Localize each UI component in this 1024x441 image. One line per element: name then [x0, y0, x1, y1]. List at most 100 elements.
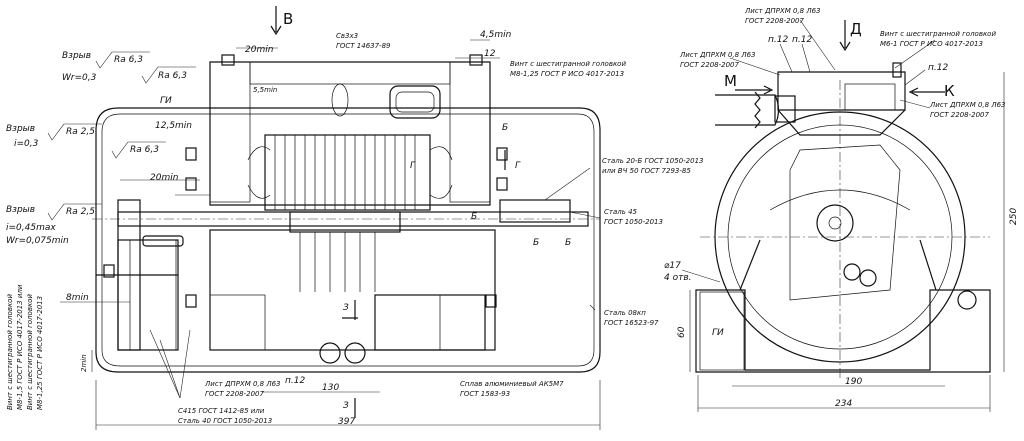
label-vert2b: М8-1,25 ГОСТ Р ИСО 4017-2013 [36, 296, 44, 410]
dim-5-5min: 5,5min [253, 86, 277, 94]
label-gi-right: ГИ [712, 328, 724, 338]
leaders-right [729, 19, 936, 109]
mark-d: Д [850, 20, 862, 38]
label-vert2: Винт с шестигранной головкой [26, 294, 34, 410]
lower-right-hatch [439, 294, 496, 351]
lower-left-hatch [209, 294, 266, 351]
base-hole [957, 290, 977, 310]
label-steel45b: ГОСТ 1050-2013 [604, 218, 663, 226]
dim-234: 234 [835, 399, 852, 409]
mark-3-bottom: З [343, 401, 349, 411]
label-p12b: п.12 [792, 35, 812, 45]
label-bolt1b: М8-1,25 ГОСТ Р ИСО 4017-2013 [510, 70, 624, 78]
arrow-d [839, 20, 851, 52]
dim-190: 190 [845, 377, 862, 387]
gland-thread [754, 91, 761, 129]
gland-body [774, 95, 796, 123]
label-p12c: п.12 [928, 63, 948, 73]
bolts [103, 54, 508, 308]
dim-holes: 4 отв. [664, 273, 692, 283]
dim-130: 130 [322, 383, 339, 393]
label-bolt-rb: М6-1 ГОСТ Р ИСО 4017-2013 [880, 40, 983, 48]
label-b3: Б [533, 238, 539, 248]
mark-g1: Г [410, 161, 416, 171]
label-sheet-top: Лист ДПРХМ 0,8 Л63 [744, 7, 821, 15]
rough5-sub1: i=0,45max [6, 223, 56, 233]
dim-250: 250 [1009, 208, 1019, 225]
hatch-right-wall [449, 61, 491, 203]
aluminium-block [374, 294, 486, 351]
roller-1 [319, 342, 341, 364]
label-st45: С415 ГОСТ 1412-85 или [178, 407, 265, 415]
top-bolt [892, 62, 902, 78]
dim-60: 60 [677, 326, 687, 338]
left-flange [117, 239, 179, 351]
dim-4-5min: 4,5min [480, 30, 512, 40]
cable-gland [715, 94, 780, 126]
right-flange [499, 199, 571, 223]
label-sheet-r: Лист ДПРХМ 0,8 Л63 [929, 101, 1006, 109]
dim-12-5min: 12,5min [155, 121, 192, 131]
label-steel20b: или ВЧ 50 ГОСТ 7293-85 [602, 167, 691, 175]
dim-397: 397 [338, 417, 355, 427]
label-alloy: Сплав алюминиевый АК5М7 [460, 380, 564, 388]
base-left-hatch [699, 291, 745, 371]
mark-k: К [944, 82, 955, 100]
label-sv-gost: ГОСТ 14637-89 [336, 42, 391, 50]
label-alloyb: ГОСТ 1583-93 [460, 390, 510, 398]
blades [299, 232, 376, 292]
lower-body [209, 229, 496, 351]
mark-g2: Г [515, 161, 521, 171]
label-b1: Б [502, 123, 508, 133]
label-st45b: Сталь 40 ГОСТ 1050-2013 [178, 417, 272, 425]
right-view: Д М К Лист ДПРХМ 0,8 Л63 ГОСТ 2208-2007 … [664, 7, 1019, 412]
label-sv3x3: Св3х3 [336, 32, 358, 40]
housing-inner [101, 113, 595, 367]
top-body [209, 61, 491, 206]
label-sheet-topb: ГОСТ 2208-2007 [745, 17, 804, 25]
rough5-label: Взрыв [6, 205, 35, 215]
terminal-box-base [777, 109, 906, 136]
base [695, 289, 991, 373]
arrow-b [270, 6, 282, 36]
dim-d17: ⌀17 [664, 261, 681, 271]
housing-shell [95, 107, 601, 373]
oval-port [331, 83, 349, 117]
section-ticks [342, 150, 506, 319]
dim-8min: 8min [66, 293, 89, 303]
leaders-left [149, 167, 601, 399]
mark-m: М [724, 72, 737, 90]
base-right-rib [919, 239, 937, 291]
rough1-sub: Wr=0,3 [62, 73, 97, 83]
right-dimensions [681, 72, 1005, 412]
rough1-ra: Ra 6,3 [114, 55, 143, 65]
gi-left: ГИ [160, 96, 172, 106]
dim-12: 12 [484, 49, 496, 59]
hub-center [828, 216, 842, 230]
stator [264, 134, 431, 211]
hatch-top-cover [249, 61, 451, 85]
label-sheet-l: Лист ДПРХМ 0,8 Л63 [679, 51, 756, 59]
arrow-k [908, 87, 945, 97]
left-view: В З З Г Г Взрыв Ra 6,3 Wr=0,3 Ra 6,3 Взр… [6, 6, 704, 430]
terminal-hatch [844, 83, 896, 111]
rough3-label: Взрыв [6, 124, 35, 134]
mark-3-top: З [343, 303, 349, 313]
roughness-symbols [47, 51, 196, 221]
window-hatch [395, 91, 435, 113]
arrow-m [735, 85, 774, 95]
rough4-ra: Ra 6,3 [130, 145, 159, 155]
windings [247, 146, 453, 199]
left-clamp [142, 235, 184, 247]
stator-laminations [274, 135, 416, 210]
roller-2 [344, 342, 366, 364]
mark-b: В [283, 10, 293, 28]
spoke-frame [789, 144, 901, 301]
rough5-ra: Ra 2,5 [66, 207, 95, 217]
label-sheet1: Лист ДПРХМ 0,8 Л63 [204, 380, 281, 388]
dim-20min-top: 20min [245, 45, 274, 55]
label-vert1b: М8-1,5 ГОСТ Р ИСО 4017-2013 или [16, 284, 24, 410]
label-p12a: п.12 [768, 35, 788, 45]
